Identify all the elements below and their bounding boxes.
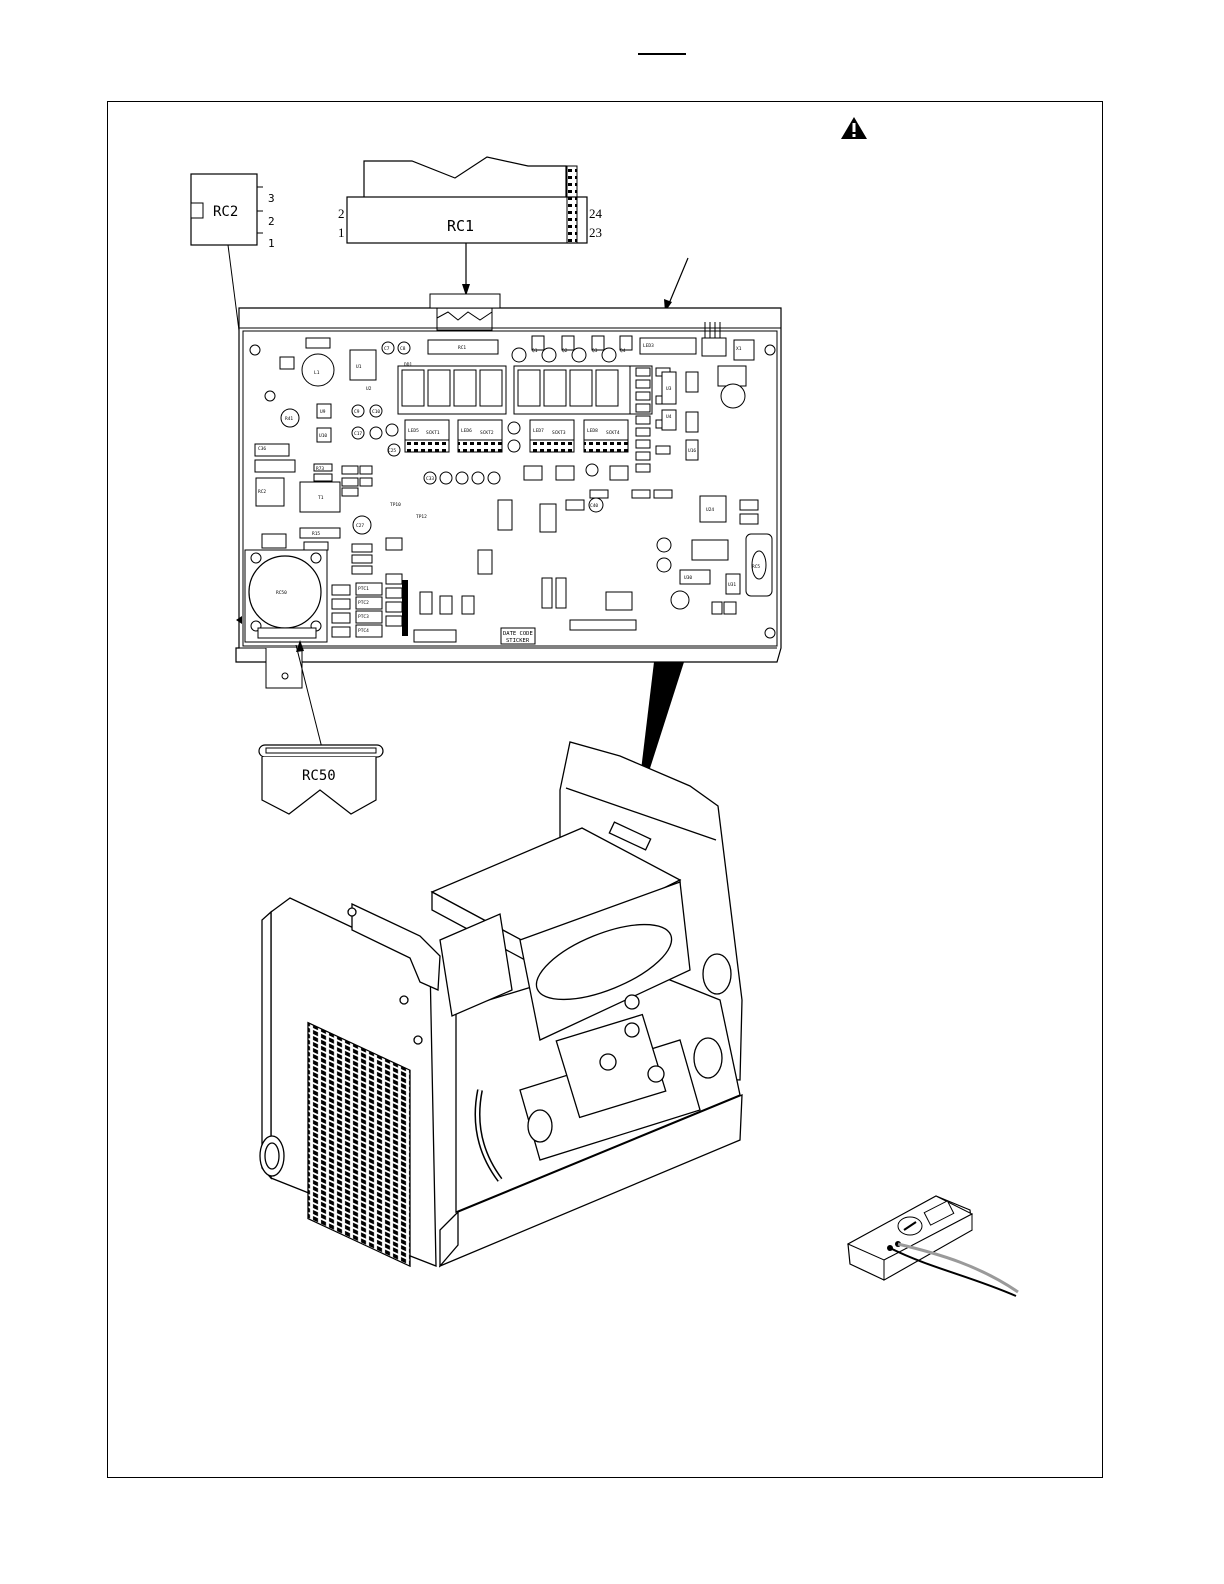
silk-label: C40 xyxy=(590,503,598,509)
silk-label: Q3 xyxy=(592,348,598,354)
silk-label: C9 xyxy=(354,409,360,415)
silk-label: C7 xyxy=(384,346,390,352)
rc50-label: RC50 xyxy=(302,768,336,784)
silk-label: LED7 xyxy=(533,428,544,434)
silk-label: DD1 xyxy=(404,362,412,368)
board-pointer-line xyxy=(668,258,688,306)
silk-label: C17 xyxy=(354,431,362,437)
silk-label: U2 xyxy=(366,386,372,392)
silk-label: C25 xyxy=(388,448,396,454)
rc1-pin-2: 2 xyxy=(338,206,345,221)
silk-label: R73 xyxy=(316,466,324,472)
silk-label: U30 xyxy=(684,575,692,581)
date-code-sticker-line-1: DATE CODE xyxy=(503,631,533,637)
silk-label: Q1 xyxy=(532,348,538,354)
silk-label: LED6 xyxy=(461,428,472,434)
silk-label: Q4 xyxy=(620,348,626,354)
control-pc-board: DATE CODE STICKER DD1 RC1 Q1 Q2 Q3 Q4 U1… xyxy=(236,294,781,688)
rc2-connector: RC2 3 2 1 xyxy=(191,174,275,250)
silk-label: C36 xyxy=(258,446,266,452)
silk-label: LED8 xyxy=(587,428,598,434)
machine-isometric-view xyxy=(260,742,742,1266)
rc1-pin-1: 1 xyxy=(338,225,345,240)
silk-label: C8 xyxy=(400,346,406,352)
silk-label: C10 xyxy=(372,409,380,415)
multimeter-icon xyxy=(848,1196,1018,1296)
silk-label: TP10 xyxy=(390,502,401,508)
silk-label: RC5 xyxy=(752,564,760,570)
silk-label: RC2 xyxy=(258,489,266,495)
rc1-pin-24: 24 xyxy=(589,206,603,221)
silk-label: U16 xyxy=(688,448,696,454)
silk-label: SCKT4 xyxy=(606,430,620,436)
silk-label: Q2 xyxy=(562,348,568,354)
silk-label: U4 xyxy=(666,414,672,420)
silk-label: U9 xyxy=(320,409,326,415)
silk-label: L1 xyxy=(314,370,320,376)
rc50-connector: RC50 xyxy=(259,745,383,814)
silk-label: X1 xyxy=(736,346,742,352)
silk-label: TP12 xyxy=(416,514,427,520)
silk-label: U31 xyxy=(728,582,736,588)
silk-label: T1 xyxy=(318,495,324,501)
silk-label: U10 xyxy=(319,433,327,439)
rc1-label: RC1 xyxy=(447,217,474,235)
date-code-sticker-line-2: STICKER xyxy=(506,638,530,644)
rc2-pin-2: 2 xyxy=(268,215,275,228)
silk-label: SCKT2 xyxy=(480,430,494,436)
silk-label: PTC2 xyxy=(358,600,369,606)
silk-label: PTC1 xyxy=(358,586,369,592)
silk-label: RC1 xyxy=(458,345,466,351)
rc1-connector: RC1 2 1 24 23 xyxy=(338,157,603,243)
silk-label: SCKT1 xyxy=(426,430,440,436)
rc2-pin-3: 3 xyxy=(268,192,275,205)
silk-label: LED3 xyxy=(643,343,654,349)
rc1-pin-23: 23 xyxy=(589,225,602,240)
silk-label: R41 xyxy=(285,416,293,422)
silk-label: C33 xyxy=(426,476,434,482)
rc2-pin-1: 1 xyxy=(268,237,275,250)
silk-label: LED5 xyxy=(408,428,419,434)
silk-label: PTC3 xyxy=(358,614,369,620)
silk-label: C27 xyxy=(356,523,364,529)
silk-label: U24 xyxy=(706,507,714,513)
silk-label: PTC4 xyxy=(358,628,369,634)
rc2-label: RC2 xyxy=(213,204,238,220)
silk-label: U1 xyxy=(356,364,362,370)
silk-label: RC50 xyxy=(276,590,287,596)
silk-label: SCKT3 xyxy=(552,430,566,436)
silk-label: U3 xyxy=(666,386,672,392)
silk-label: R15 xyxy=(312,531,320,537)
